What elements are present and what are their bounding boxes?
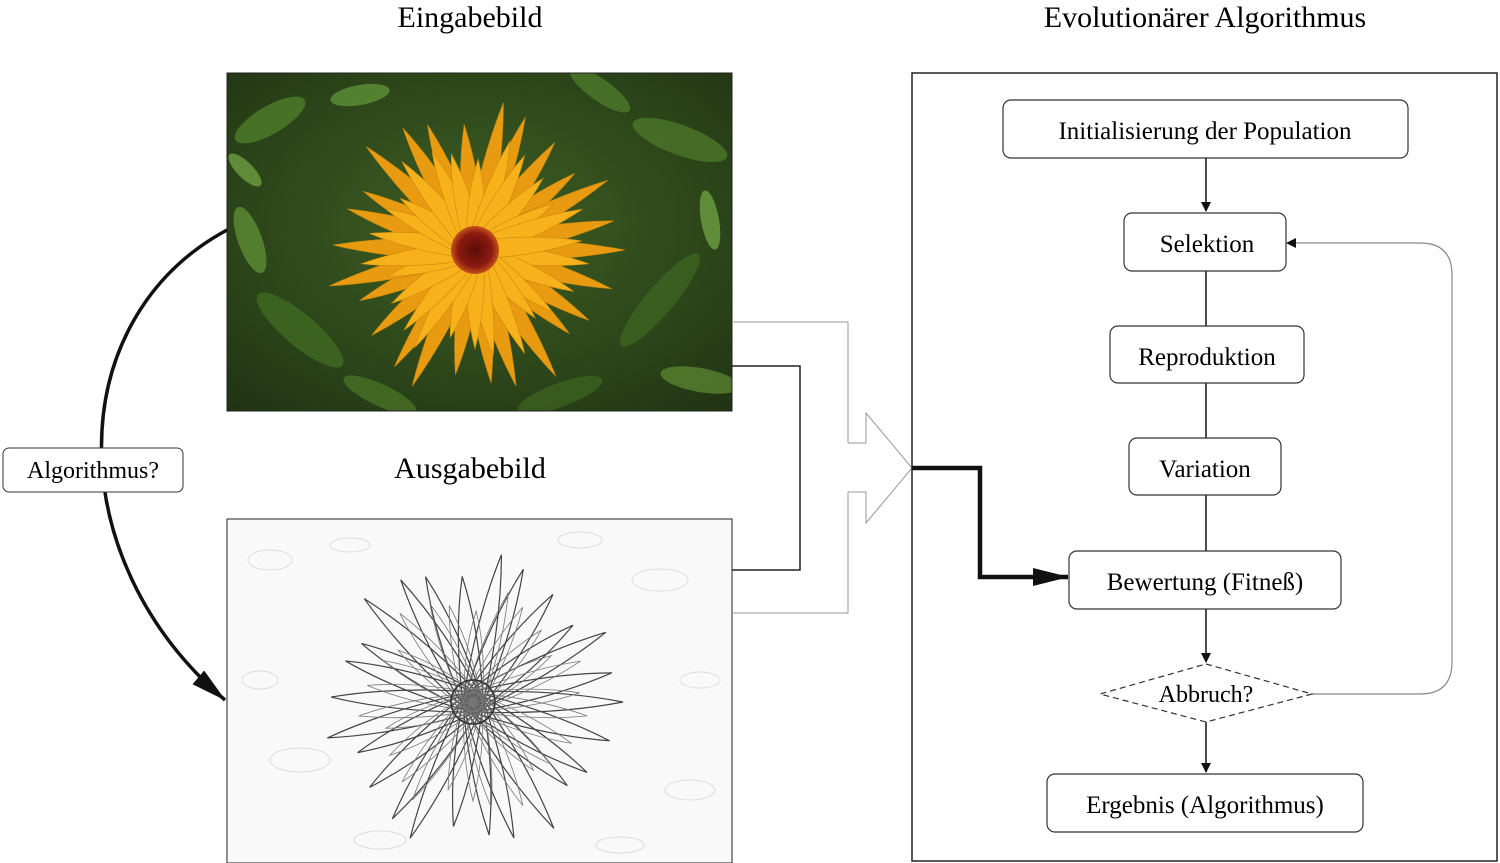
loop-back-arrow: [1286, 238, 1453, 695]
step-reproduction-label: Reproduktion: [1138, 344, 1276, 371]
step-reproduction: Reproduktion: [1109, 325, 1305, 384]
sketch-petal: [388, 693, 479, 757]
sketch-petal: [462, 698, 515, 839]
sketch-petal: [381, 659, 478, 711]
sketch-petal: [471, 688, 580, 712]
step-init-label: Initialisierung der Population: [1058, 118, 1352, 145]
sketch-petal: [409, 697, 483, 839]
output-sketch: [227, 519, 732, 863]
sketch-petal: [330, 689, 474, 713]
sketch-petals: [327, 554, 624, 839]
sketch-petal: [384, 692, 477, 729]
sketch-petal: [462, 554, 503, 705]
step-result-label: Ergebnis (Algorithmus): [1086, 792, 1324, 819]
sketch-background-texture: [241, 531, 721, 854]
flower-center: [451, 226, 499, 274]
sketch-petal: [462, 568, 524, 707]
sketch-petal: [367, 683, 475, 712]
input-image-title: Eingabebild: [398, 1, 543, 34]
input-to-evaluation-arrow: [912, 465, 1069, 586]
step-variation: Variation: [1128, 437, 1282, 496]
algorithm-curve-arrow: [99, 228, 228, 702]
step-result: Ergebnis (Algorithmus): [1046, 773, 1364, 833]
sketch-petal: [447, 699, 483, 791]
sketch-petal: [467, 654, 553, 711]
input-connector-inner: [732, 365, 801, 571]
sketch-petal: [469, 691, 610, 742]
sketch-petal: [472, 690, 624, 714]
sketch-petal: [363, 598, 481, 711]
foliage-leaves: [228, 73, 732, 411]
merge-hollow-arrow: [848, 411, 913, 525]
sketch-petal: [429, 603, 482, 707]
step-termination-label: Abbruch?: [1159, 682, 1254, 708]
sketch-petal: [391, 695, 483, 820]
step-evaluation-label: Bewertung (Fitneß): [1107, 569, 1303, 596]
algorithm-section-title: Evolutionärer Algorithmus: [1044, 1, 1366, 34]
step-selection: Selektion: [1123, 212, 1287, 272]
sketch-petal: [396, 649, 479, 710]
sketch-petal: [470, 672, 613, 713]
sketch-petal: [358, 692, 475, 719]
sketch-petal: [463, 700, 493, 808]
output-image-title: Ausgabebild: [394, 452, 546, 485]
step-evaluation: Bewertung (Fitneß): [1068, 550, 1342, 610]
sketch-petal: [463, 695, 555, 829]
sketch-petal: [469, 693, 572, 744]
sketch-petal: [401, 695, 481, 783]
output-connector: [732, 492, 849, 614]
sketch-petal: [465, 695, 535, 772]
step-variation-label: Variation: [1159, 456, 1251, 483]
sketch-petal: [448, 604, 483, 705]
step-termination-decision: Abbruch?: [1097, 663, 1315, 723]
sketch-petal: [465, 629, 543, 709]
algorithm-question-box: Algorithmus?: [2, 447, 184, 493]
petal: [473, 236, 582, 260]
sketch-center: [450, 679, 496, 725]
sketch-petal: [463, 609, 484, 703]
sketch-petal: [464, 606, 524, 707]
input-photo: [227, 73, 732, 411]
input-connector-outer: [732, 321, 849, 443]
step-selection-label: Selektion: [1160, 231, 1255, 258]
sketch-petal: [463, 701, 483, 803]
sketch-petal: [400, 579, 483, 708]
sketch-petal: [469, 660, 581, 711]
step-init: Initialisierung der Population: [1002, 99, 1409, 159]
algorithm-question-label: Algorithmus?: [27, 458, 159, 484]
